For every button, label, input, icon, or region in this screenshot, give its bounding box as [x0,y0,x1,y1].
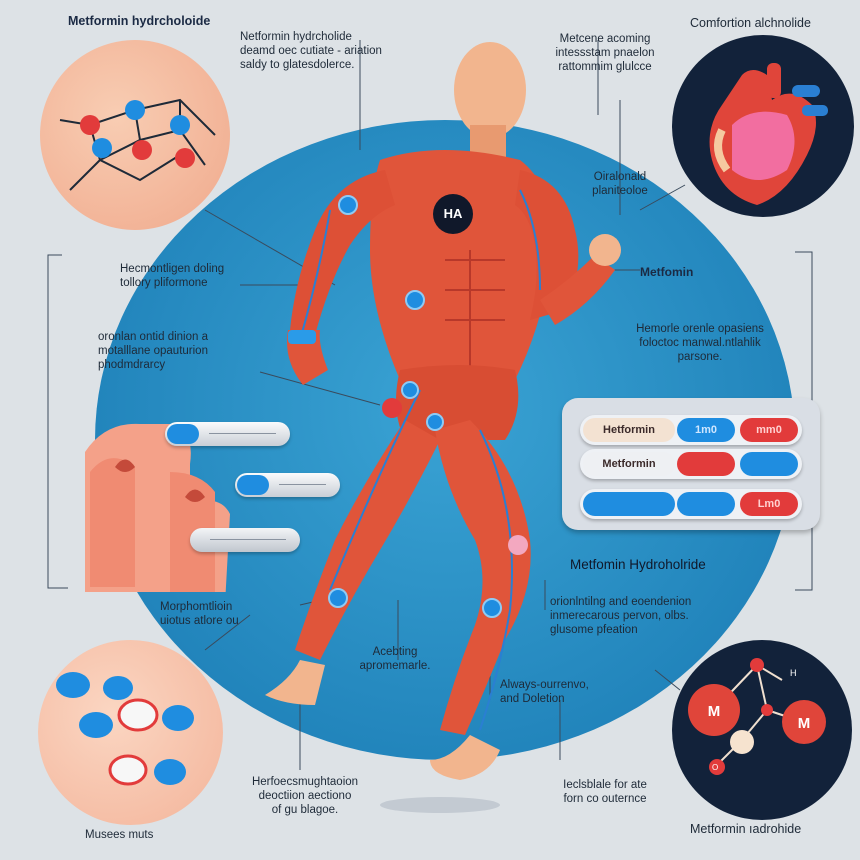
molecule-letter-h: H [790,668,797,678]
front-leg [435,420,531,735]
molecule-network-circle [40,40,230,230]
right-note: Hemorle orenle opasiens foloctoc manwal.… [636,323,764,363]
always-label: Always-ourrenvo, and Doletion [500,679,589,705]
lower-center-label: Acebting apromemarle. [359,646,431,672]
back-leg [295,420,440,660]
top-left-title: Metformin hydrcholoide [68,14,211,28]
molecule-letter-o: O [712,763,718,772]
top-right-title: Comfortion alchnolide [690,16,811,30]
lower-right-label: orionlntilng and eoendenion inmerecarous… [550,596,692,636]
pill-row-3: Lm0 [580,489,802,519]
head [454,42,526,138]
right-arm [515,170,579,320]
syringe-tube-3 [190,528,300,552]
left-arm [290,170,395,335]
top-center-text: Netformin hydrcholide deamd oec cutiate … [240,31,382,71]
pills-circle [38,640,223,825]
pill-row-2: Metformin [580,449,802,479]
heart-circle [672,35,854,217]
pill-row-1: Hetformin 1m0 mm0 [580,415,802,445]
pill-label-right: mm0 [740,418,798,442]
pill-label-mid [677,492,735,516]
molecule-circle: M M H O [672,640,852,820]
pill-tray-title: Metfomin Hydroholride [570,557,706,572]
ha-badge: HA [433,194,473,234]
syringe-tube-1 [165,422,290,446]
syringe-tube-2 [235,473,340,497]
metfomin-label: Metfomin [640,265,694,279]
pill-label-right: Lm0 [740,492,798,516]
heart-icon [709,63,828,205]
pill-label-right [740,452,798,476]
torso [370,150,552,380]
lower-left-label: Morphomtlioin uiotus atlore ou [160,601,239,627]
pill-label-left: Metformin [583,452,675,476]
left-label-2: oronlan ontid dinion a motalllane opautu… [98,331,208,371]
pill-label-left [583,492,675,516]
bottom-left-label: Musees muts [85,829,154,841]
molecule-network-icon [59,98,216,191]
pill-label-mid [677,452,735,476]
hand-illustration [85,412,335,604]
heart-note: Oiralonald planiteoloe [592,171,648,197]
top-right-text: Metcene acoming intessstam pnaelon ratto… [555,33,655,73]
bottom-center-label: Herfoecsmughtaoion deoctiion aectiono of… [251,776,359,816]
molecule-icon: M M H O [688,658,826,775]
molecule-letter-m2: M [798,715,811,732]
pill-label-mid: 1m0 [677,418,735,442]
molecule-letter-m1: M [708,703,721,720]
bottom-right-title: Metformin ıadrohide [690,822,802,836]
tablets-icon [56,672,194,786]
bottom-right-label: Ieclsblale for ate forn co outernce [563,779,647,805]
pill-label-left: Hetformin [583,418,675,442]
left-label-1: Hecmontligen doling tollory pliformone [120,263,225,289]
